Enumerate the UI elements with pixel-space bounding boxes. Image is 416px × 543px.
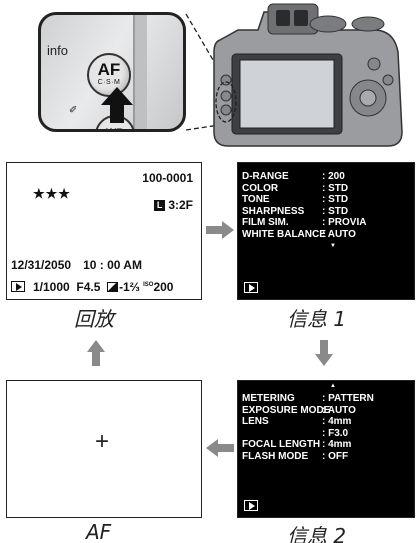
info2-row: EXPOSURE MODE: AUTO (242, 404, 356, 416)
info1-row: WHITE BALANCE: AUTO (242, 228, 356, 240)
info2-row: LENS: 4mm (242, 416, 352, 427)
flow-arrow-icon (315, 340, 333, 366)
info2-screen: ▲ METERING: PATTERN EXPOSURE MODE: AUTO … (237, 380, 415, 518)
image-size-value: 3:2F (168, 198, 193, 212)
date-value: 12/31/2050 (11, 258, 72, 272)
info1-row: D-RANGE: 200 (242, 171, 345, 182)
flow-arrow-icon (87, 340, 105, 366)
aperture-value: F4.5 (76, 280, 101, 294)
rating-stars: ★★★ (33, 186, 71, 201)
time-value: 10 : 00 AM (83, 258, 142, 272)
file-number: 100-0001 (142, 171, 193, 185)
info2-row: FOCAL LENGTH: 4mm (242, 439, 352, 450)
af-screen: + (6, 380, 202, 518)
scroll-down-icon: ▼ (330, 243, 336, 249)
info2-row: : F3.0 (322, 427, 349, 439)
play-icon (244, 282, 258, 293)
shutter-speed: 1/1000 (33, 280, 70, 294)
info-label: info (47, 43, 68, 58)
af-button-label: AF (97, 60, 121, 79)
caption-info2: 信息 2 (287, 524, 347, 543)
date-time: 12/31/2050 10 : 00 AM (11, 258, 142, 272)
focus-crosshair: + (95, 428, 110, 455)
camera-back-icon (213, 3, 403, 147)
af-button-sublabel: C·S·M (97, 79, 121, 86)
iso-label: ISO (143, 282, 154, 288)
info1-table: D-RANGE: 200 COLOR: STD TONE: STD SHARPN… (242, 171, 366, 240)
info1-row: FILM SIM.: PROVIA (242, 217, 367, 228)
flow-arrow-icon (206, 221, 234, 239)
play-icon (11, 281, 25, 292)
info2-row: FLASH MODE: OFF (242, 450, 349, 462)
camera-edge (133, 15, 147, 129)
exposure-info-row: 1/1000 F4.5 -1⅔ ISO200 (11, 280, 173, 294)
button-zoom-inset: info AF C·S·M WB ✐ (38, 12, 186, 132)
caption-af: AF (86, 520, 112, 543)
scroll-up-icon: ▲ (330, 383, 336, 389)
exposure-comp-value: -1⅔ (119, 280, 140, 294)
play-icon (244, 500, 258, 511)
info1-row: COLOR: STD (242, 182, 349, 194)
wb-button-label: WB (97, 127, 133, 129)
caption-info1: 信息 1 (287, 307, 347, 331)
playback-erase-icon: ✐ (69, 105, 78, 116)
info1-row: TONE: STD (242, 194, 349, 205)
image-size-icon: L (153, 200, 166, 211)
af-button: AF C·S·M (87, 53, 131, 97)
flow-arrow-icon (206, 439, 234, 457)
press-arrow-icon (101, 87, 133, 123)
camera-illustration: info AF C·S·M WB ✐ (0, 0, 416, 150)
info1-screen: D-RANGE: 200 COLOR: STD TONE: STD SHARPN… (237, 162, 415, 300)
caption-playback: 回放 (74, 307, 114, 331)
info2-table: METERING: PATTERN EXPOSURE MODE: AUTO LE… (242, 393, 374, 462)
iso-value: 200 (153, 280, 174, 294)
info1-row: SHARPNESS: STD (242, 205, 349, 217)
info2-row: METERING: PATTERN (242, 393, 374, 404)
exposure-comp-icon (107, 282, 119, 292)
